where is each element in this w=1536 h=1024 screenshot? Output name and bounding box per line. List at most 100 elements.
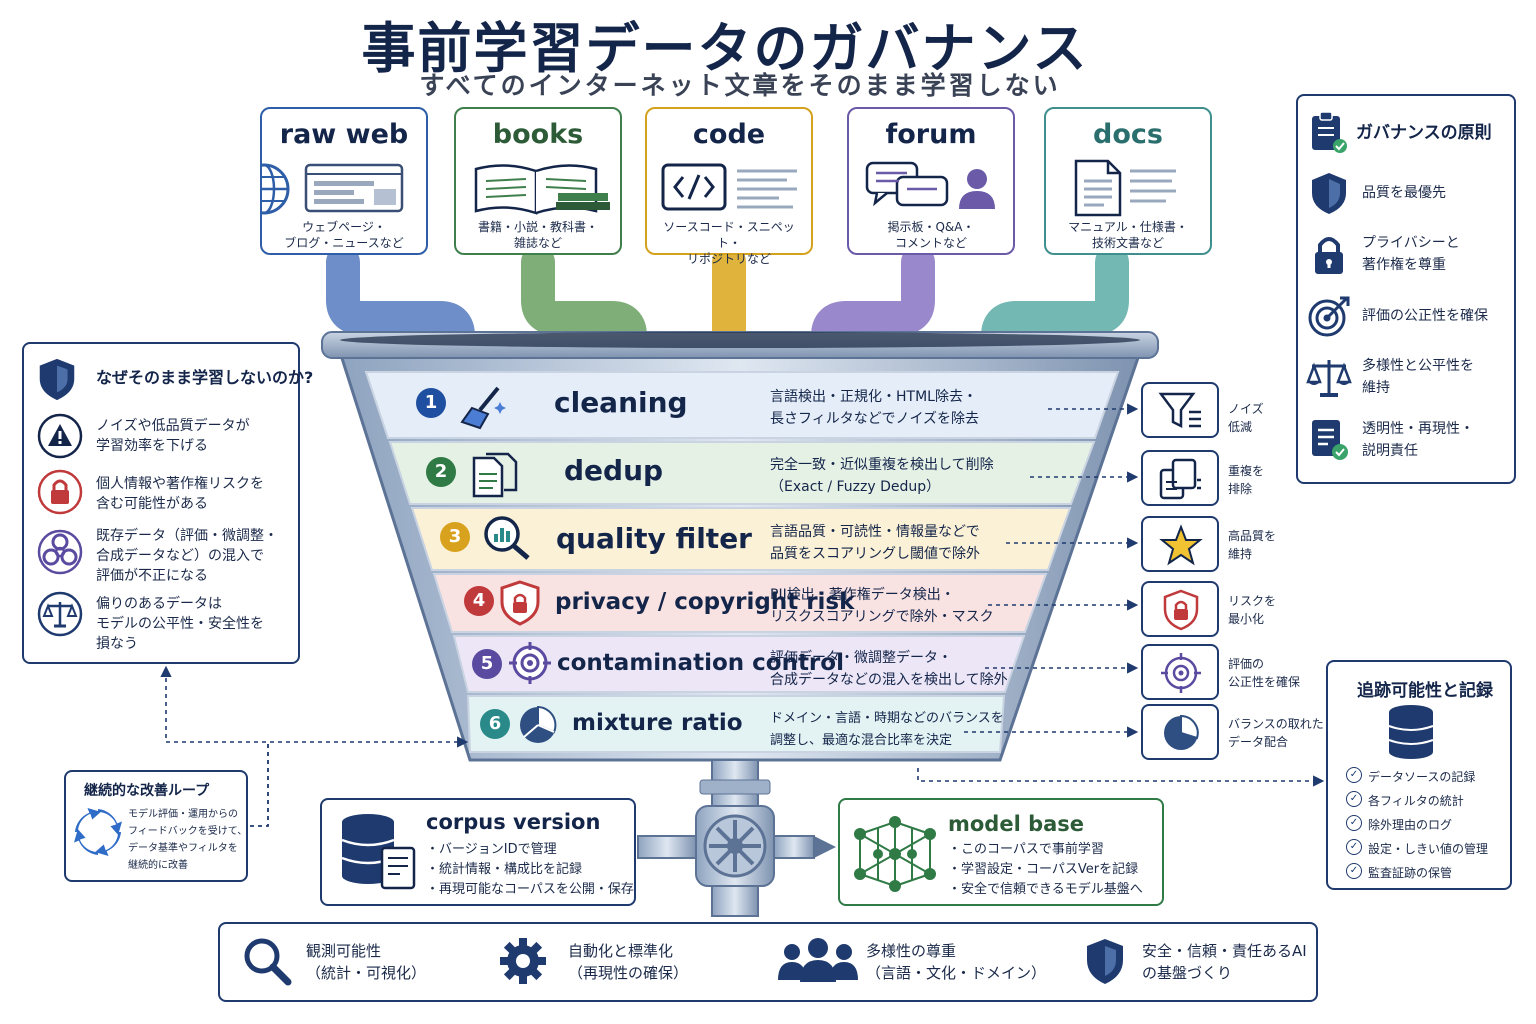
stage-number-4: 4 [464, 586, 494, 616]
stage-name-dedup: dedup [564, 454, 664, 487]
output-risk-minimized [1141, 581, 1219, 637]
duplicate-docs-icon [472, 452, 518, 498]
why-item-4: 偏りのあるデータは モデルの公平性・安全性を 損なう [96, 596, 264, 652]
chat-icon [865, 161, 995, 209]
stage-name-privacy-copyright: privacy / copyright risk [555, 589, 855, 615]
stage-number-3: 3 [440, 522, 470, 552]
source-desc: ウェブページ・ ブログ・ニュースなど [284, 220, 404, 250]
why-item-1: ノイズや低品質データが 学習効率を下げる [96, 418, 250, 454]
stage-number-5: 5 [472, 649, 502, 679]
source-name: docs [1093, 119, 1163, 150]
model-base-title: model base [948, 812, 1085, 836]
scale-icon [37, 591, 83, 637]
improvement-loop-panel [64, 770, 248, 882]
output-label-1: ノイズ 低減 [1228, 402, 1264, 434]
source-name: books [492, 119, 584, 150]
governance-item-1: 品質を最優先 [1362, 185, 1446, 201]
trace-item-3: 除外理由のログ [1368, 818, 1453, 832]
document-icon [1074, 159, 1176, 217]
governance-panel [1296, 94, 1516, 484]
output-dedup [1141, 450, 1219, 506]
footer-item-1: 観測可能性 （統計・可視化） [306, 942, 427, 982]
source-card-docs: docs マニュアル・仕様書・ 技術文書など [1044, 107, 1212, 255]
book-icon [474, 164, 610, 215]
governance-item-3: 評価の公正性を確保 [1362, 308, 1488, 324]
warning-icon [37, 413, 83, 459]
source-name: raw web [279, 119, 409, 150]
output-balanced-mix [1141, 704, 1219, 760]
trace-item-2: 各フィルタの統計 [1368, 794, 1464, 808]
check-icon: ✓ [1346, 767, 1362, 783]
shield-lock-icon [500, 580, 540, 626]
target-icon [1308, 296, 1350, 337]
gear-icon [500, 938, 546, 984]
output-label-6: バランスの取れた データ配合 [1228, 717, 1324, 749]
source-desc: 書籍・小説・教科書・ 雑誌など [477, 220, 598, 250]
stage-number-1: 1 [416, 388, 446, 418]
stage-name-contamination-control: contamination control [557, 650, 844, 676]
stage-desc-mixture-ratio: ドメイン・言語・時期などのバランスを 調整し、最適な混合比率を決定 [770, 711, 1004, 748]
shield-icon [39, 358, 75, 401]
traceability-title: 追跡可能性と記録 [1357, 681, 1493, 701]
source-card-forum: forum 掲示板・Q&A・ コメントなど [847, 107, 1015, 255]
footer-item-4: 安全・信頼・責任あるAI の基盤づくり [1142, 942, 1307, 982]
lock-icon [37, 469, 83, 515]
improvement-loop-text: モデル評価・運用からの フィードバックを受けて、 データ基準やフィルタを 継続的… [128, 809, 248, 871]
database-document-icon [341, 814, 416, 890]
stage-desc-dedup: 完全一致・近似重複を検出して削除 （Exact / Fuzzy Dedup） [770, 457, 994, 495]
scale-icon [1306, 360, 1352, 397]
corpus-version-title: corpus version [426, 810, 601, 834]
stage-number-6: 6 [480, 709, 510, 739]
why-item-3: 既存データ（評価・微調整・ 合成データなど）の混入で 評価が不正になる [96, 528, 278, 584]
target-icon [1161, 653, 1201, 693]
output-label-3: 高品質を 維持 [1228, 529, 1277, 561]
cycle-arrows-icon [74, 808, 122, 856]
stage-desc-contamination-control: 評価データ・微調整データ・ 合成データなどの混入を検出して除外 [770, 650, 1008, 688]
footer-bar [218, 922, 1318, 1002]
trace-item-4: 設定・しきい値の管理 [1368, 842, 1489, 856]
shield-icon [1087, 939, 1123, 984]
source-desc: 掲示板・Q&A・ コメントなど [887, 220, 975, 250]
stage-number-2: 2 [426, 457, 456, 487]
footer-item-2: 自動化と標準化 （再現性の確保） [568, 942, 689, 982]
source-card-code: code ソースコード・スニペット・ リポジトリなど [645, 107, 813, 266]
stage-desc-cleaning: 言語検出・正規化・HTML除去・ 長さフィルタなどでノイズを除去 [770, 389, 980, 427]
governance-item-5: 透明性・再現性・ 説明責任 [1362, 421, 1474, 459]
stage-name-quality-filter: quality filter [556, 522, 752, 555]
output-eval-fairness [1141, 644, 1219, 700]
database-icon [1388, 705, 1434, 759]
check-icon: ✓ [1346, 815, 1362, 831]
why-panel-title: なぜそのまま学習しないのか? [96, 368, 314, 387]
biohazard-icon [37, 529, 83, 575]
star-icon [1159, 524, 1203, 566]
source-name: code [692, 119, 766, 150]
footer-item-3: 多様性の尊重 （言語・文化・ドメイン） [866, 942, 1047, 982]
source-card-books: books 書籍・小説・教科書・ 雑誌など [454, 107, 622, 255]
neural-network-icon [854, 816, 936, 892]
page-subtitle: すべてのインターネット文章をそのまま学習しない [419, 71, 1061, 100]
source-desc: マニュアル・仕様書・ 技術文書など [1068, 220, 1188, 250]
trace-item-1: データソースの記録 [1368, 770, 1476, 784]
stage-name-cleaning: cleaning [554, 386, 688, 419]
output-label-5: 評価の 公正性を確保 [1228, 657, 1301, 689]
why-item-2: 個人情報や著作権リスクを 含む可能性がある [96, 476, 264, 512]
funnel-bands [364, 371, 1120, 753]
magnifier-icon [244, 938, 292, 986]
document-check-icon [1312, 420, 1348, 460]
output-noise-reduction [1141, 382, 1219, 438]
pie-chart-icon [1164, 714, 1199, 750]
clipboard-check-icon [1312, 111, 1347, 153]
page-title: 事前学習データのガバナンス [361, 17, 1089, 80]
source-desc: ソースコード・スニペット・ リポジトリなど [663, 220, 795, 266]
check-icon: ✓ [1346, 791, 1362, 807]
source-pipes [326, 245, 1129, 362]
code-icon [661, 163, 797, 211]
output-label-2: 重複を 排除 [1228, 464, 1265, 496]
stage-desc-quality-filter: 言語品質・可読性・情報量などで 品質をスコアリングし閾値で除外 [770, 524, 980, 562]
shield-lock-icon [1163, 589, 1199, 631]
governance-panel-title: ガバナンスの原則 [1356, 123, 1492, 143]
globe-browser-icon [262, 163, 404, 215]
source-name: forum [885, 119, 977, 150]
padlock-icon [1315, 237, 1343, 274]
broom-icon [460, 386, 506, 430]
